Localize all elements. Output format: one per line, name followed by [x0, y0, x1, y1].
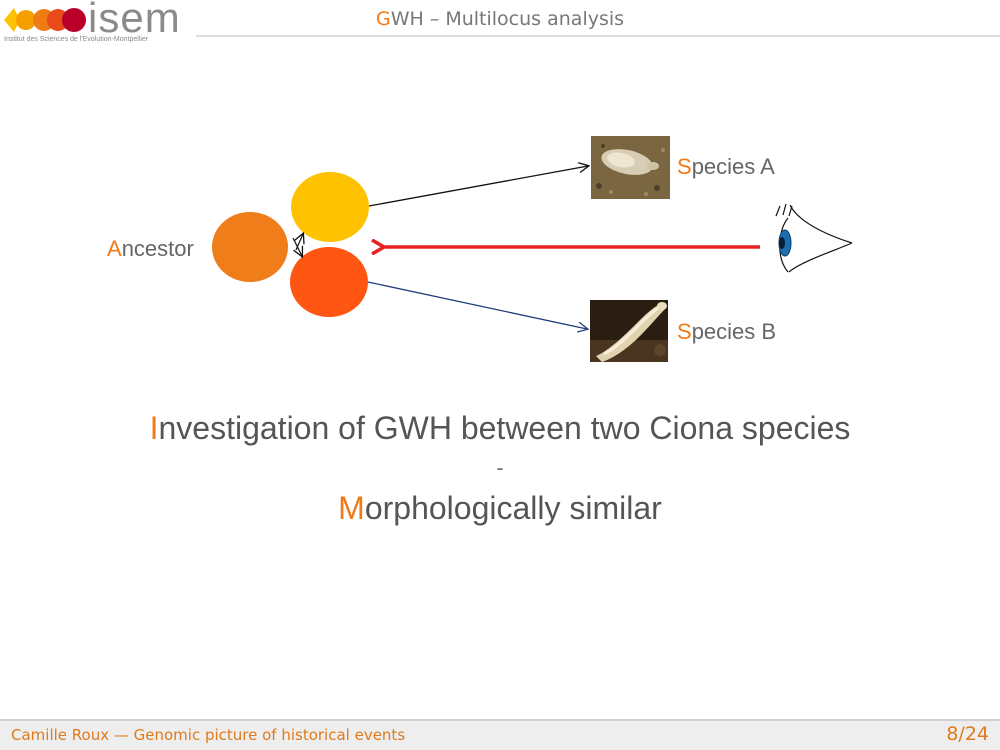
species-a-label: Species A — [677, 154, 775, 180]
page-number: 8/24 — [946, 723, 989, 745]
species-b-label-initial: S — [677, 319, 692, 344]
caption-line-1-rest: nvestigation of GWH between two Ciona sp… — [158, 410, 850, 446]
footer-divider — [0, 719, 1000, 721]
ancestor-label-initial: A — [107, 236, 122, 261]
caption-line-2-rest: orphologically similar — [365, 490, 662, 526]
species-a-circle — [291, 172, 369, 242]
split-arrow-up — [296, 234, 303, 250]
ancestor-label: Ancestor — [107, 236, 194, 262]
footer-author-title: Camille Roux — Genomic picture of histor… — [11, 726, 405, 744]
species-b-circle — [290, 247, 368, 317]
species-b-label: Species B — [677, 319, 776, 345]
divergence-diagram — [0, 0, 1000, 720]
species-a-label-rest: pecies A — [692, 154, 775, 179]
species-a-photo — [591, 136, 670, 199]
caption-separator: - — [0, 455, 1000, 481]
caption-line-1: Investigation of GWH between two Ciona s… — [0, 410, 1000, 447]
species-a-label-initial: S — [677, 154, 692, 179]
slide-footer: Camille Roux — Genomic picture of histor… — [0, 719, 1000, 750]
species-b-photo — [590, 300, 668, 362]
ancestor-circle — [212, 212, 288, 282]
caption-line-2-initial: M — [338, 490, 365, 526]
eye-icon — [776, 204, 852, 272]
ancestor-label-rest: ncestor — [122, 236, 194, 261]
arrow-to-species-b — [368, 282, 587, 329]
arrow-to-species-a — [369, 166, 588, 206]
caption-line-2: Morphologically similar — [0, 490, 1000, 527]
species-b-label-rest: pecies B — [692, 319, 776, 344]
